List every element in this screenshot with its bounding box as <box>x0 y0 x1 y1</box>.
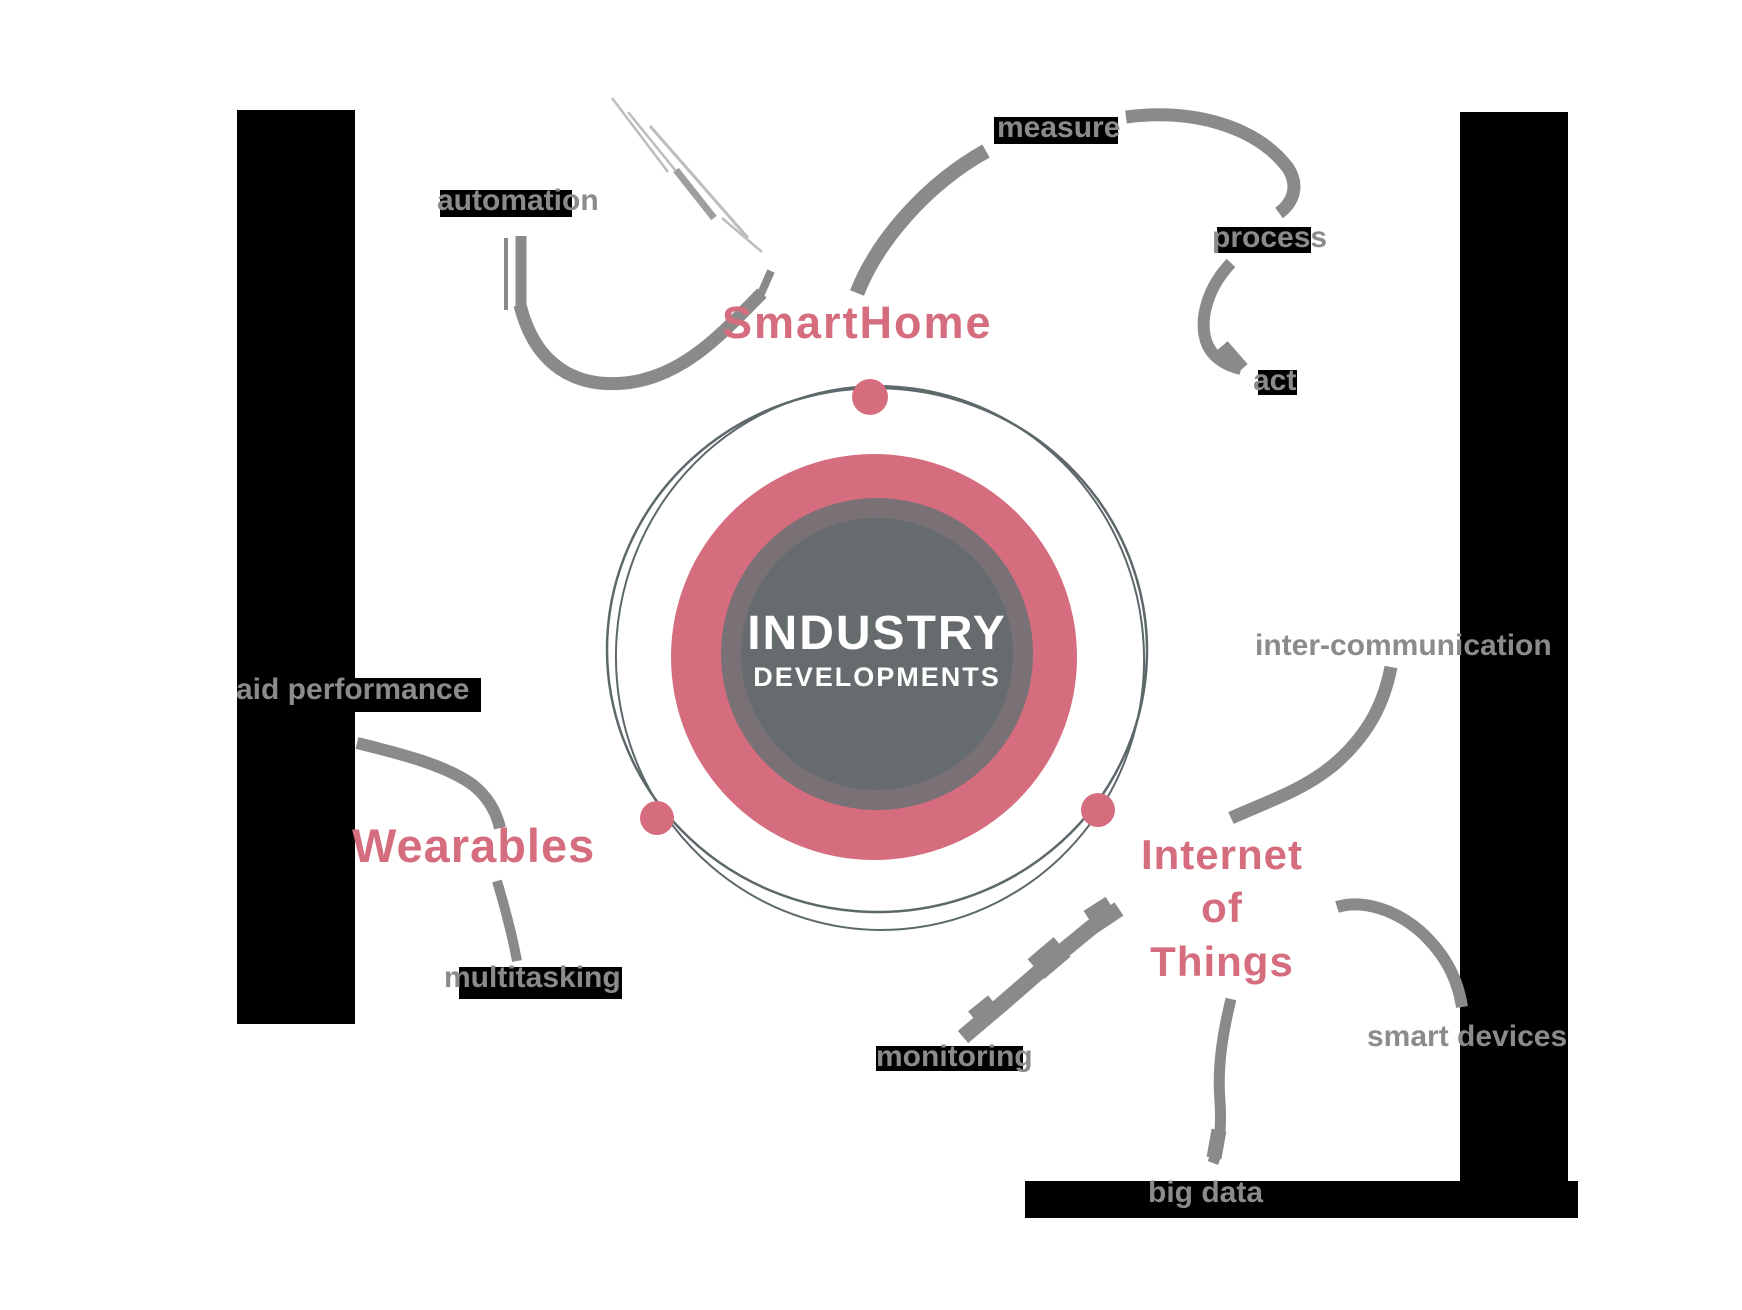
black-bar-left <box>237 110 355 1024</box>
big-data-label: big data <box>1148 1176 1264 1209</box>
iot-node-dot <box>1081 793 1115 827</box>
process-highlight-box <box>1217 227 1311 253</box>
multitasking-highlight-box <box>459 967 622 999</box>
smart-devices-branch-stroke <box>1335 898 1468 1009</box>
multitasking-label: multitasking <box>444 961 621 994</box>
black-bar-bottom <box>1025 1181 1578 1218</box>
measure-highlight-box <box>994 117 1118 144</box>
center-subtitle: DEVELOPMENTS <box>753 662 1001 692</box>
inter-communication-branch-stroke <box>1228 665 1398 824</box>
center-title: INDUSTRY <box>747 607 1007 660</box>
automation-branch-stroke <box>504 236 775 391</box>
automation-highlight-box <box>440 190 572 217</box>
black-bar-right <box>1460 112 1568 1218</box>
scribble-marks-icon <box>611 97 763 253</box>
monitoring-label: monitoring <box>876 1040 1033 1073</box>
internet-of-things-label: Internet of Things <box>1072 828 1372 988</box>
monitoring-branch-stroke <box>957 896 1124 1044</box>
act-highlight-box <box>1258 370 1297 395</box>
aid-performance-label: aid performance <box>236 673 470 706</box>
process-branch-stroke <box>1125 108 1301 219</box>
automation-label: automation <box>437 184 599 217</box>
smarthome-label: SmartHome <box>722 297 993 348</box>
smart-devices-label: smart devices <box>1367 1020 1568 1053</box>
wearables-label: Wearables <box>352 819 596 872</box>
inter-communication-label: inter-communication <box>1255 629 1552 662</box>
iot-label-line1: Internet <box>1140 831 1303 878</box>
wearables-node-dot <box>640 801 674 835</box>
smarthome-node-dot <box>852 379 888 415</box>
iot-label-line2: of <box>1201 884 1243 932</box>
center-title-block: INDUSTRY DEVELOPMENTS <box>677 610 1077 691</box>
act-branch-stroke <box>1197 258 1248 375</box>
aid-performance-highlight-box <box>353 678 481 712</box>
big-data-branch-stroke <box>1206 997 1237 1165</box>
measure-label: measure <box>997 111 1121 144</box>
multitasking-branch-stroke <box>492 879 522 962</box>
aid-performance-branch-stroke <box>355 737 506 830</box>
process-label: process <box>1212 221 1328 254</box>
monitoring-highlight-box <box>876 1046 1023 1071</box>
act-label: act <box>1253 364 1297 397</box>
measure-branch-stroke <box>850 144 990 296</box>
center-rings-icon <box>671 454 1077 860</box>
iot-label-line3: Things <box>1150 937 1294 985</box>
